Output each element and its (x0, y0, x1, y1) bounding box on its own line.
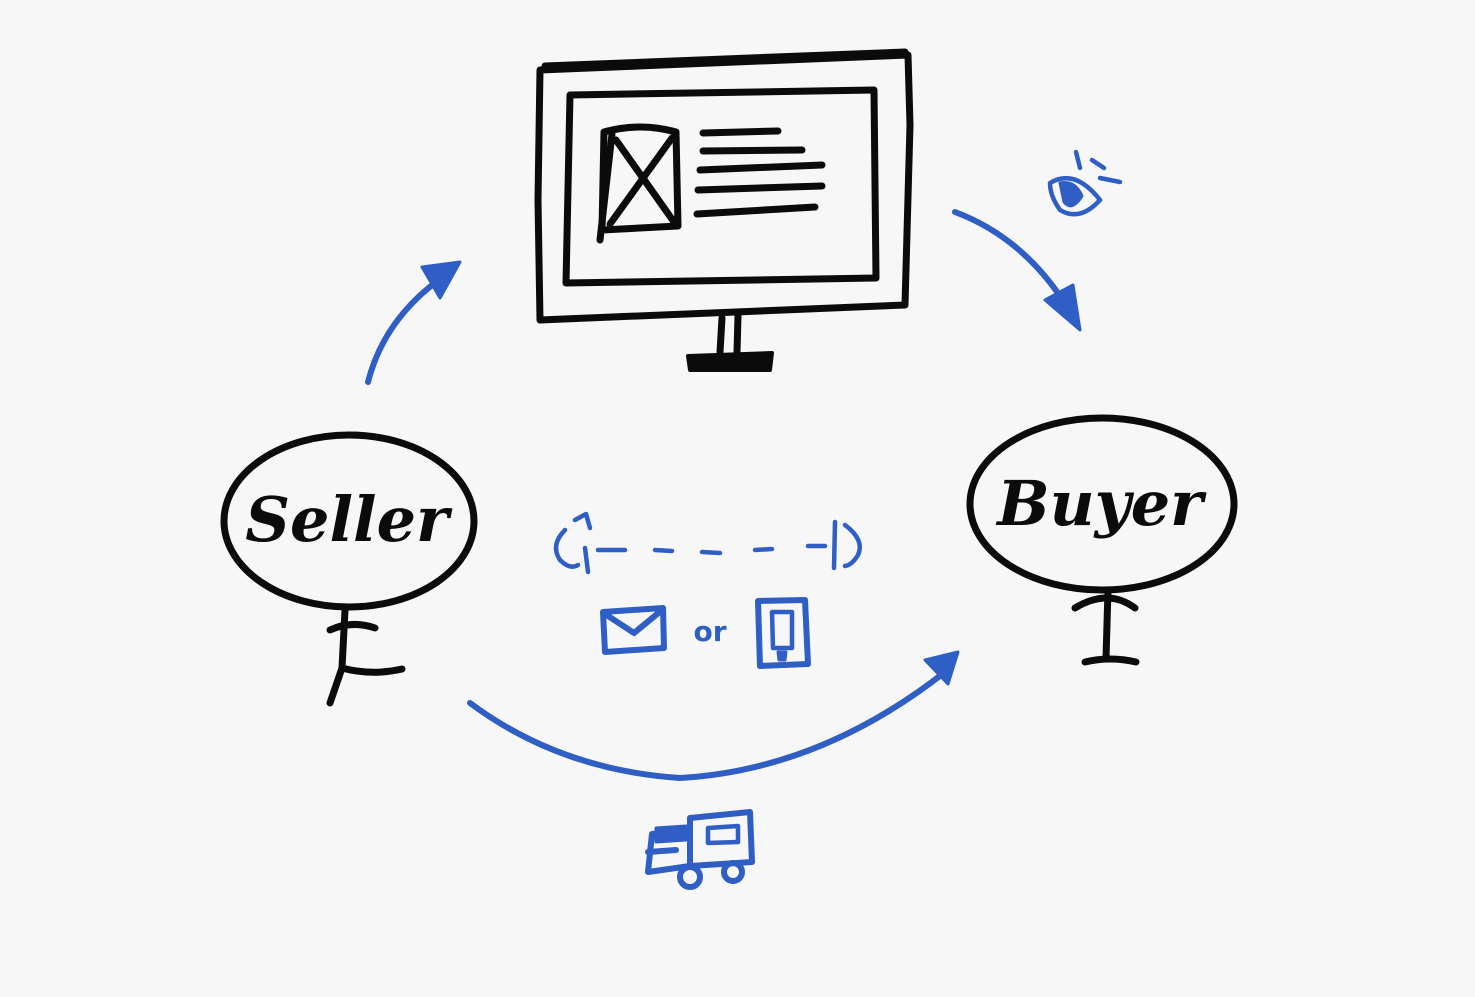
image-placeholder-icon (596, 123, 682, 244)
arrow-seller-to-buyer (467, 650, 960, 781)
text-lines (693, 127, 826, 218)
delivery-truck-icon (645, 809, 755, 890)
eye-icon (1047, 149, 1123, 217)
arrow-monitor-to-buyer (952, 209, 1082, 332)
seller-label: Seller (245, 483, 453, 556)
buyer-node: Buyer (966, 414, 1238, 666)
email-icon (600, 605, 667, 655)
arrow-seller-to-monitor (365, 260, 462, 385)
monitor-icon (534, 48, 914, 372)
phone-icon (755, 597, 811, 669)
seller-node: Seller (220, 431, 478, 707)
or-label: or (693, 615, 726, 648)
buyer-label: Buyer (995, 467, 1207, 540)
dashed-link-icon (553, 511, 863, 575)
